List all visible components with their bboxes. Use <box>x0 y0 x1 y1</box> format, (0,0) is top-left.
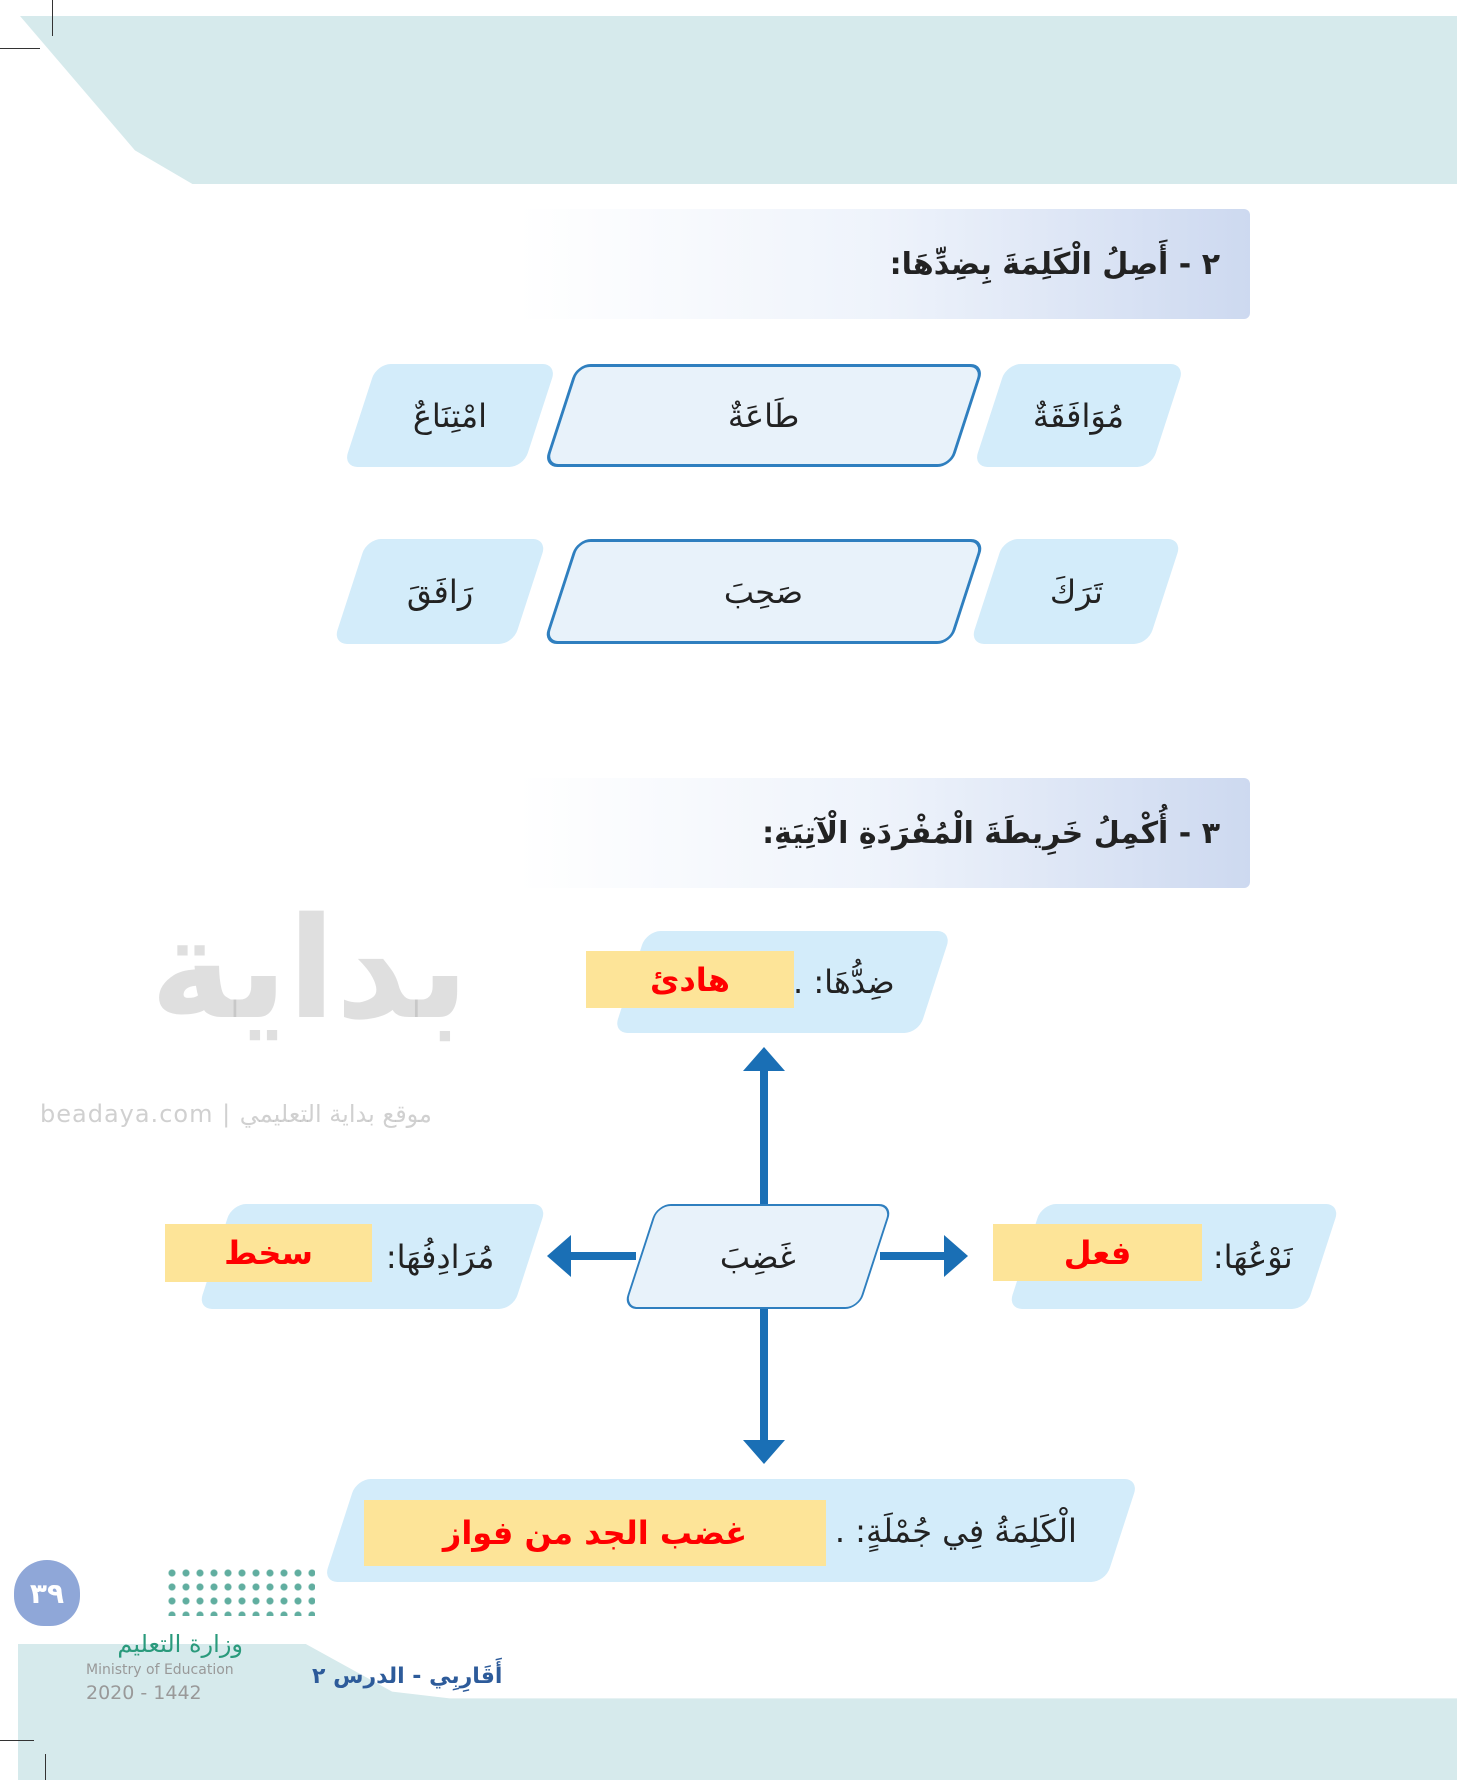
word-box-right-1[interactable]: مُوَافَقَةٌ <box>973 364 1185 467</box>
ministry-name-ar: وزارة التعليم <box>117 1630 243 1658</box>
word-box-left-2[interactable]: رَافَقَ <box>332 539 548 644</box>
arrow-down-head <box>743 1440 785 1464</box>
type-answer[interactable]: فعل <box>993 1224 1202 1281</box>
exercise-2-title: ٢ - أَصِلُ الْكَلِمَةَ بِضِدِّهَا: <box>889 246 1220 282</box>
watermark-logo: بداية <box>150 888 469 1051</box>
footer-band <box>18 1644 1457 1780</box>
word-box-left-1[interactable]: امْتِنَاعٌ <box>343 364 557 467</box>
exercise-3-title: ٣ - أُكْمِلُ خَرِيطَةَ الْمُفْرَدَةِ الْ… <box>762 815 1220 851</box>
watermark-site: beadaya.com | موقع بداية التعليمي <box>40 1100 432 1128</box>
crop-mark <box>45 1754 46 1780</box>
word-box-center-1[interactable]: طَاعَةٌ <box>543 364 985 467</box>
exercise-2-header: ٢ - أَصِلُ الْكَلِمَةَ بِضِدِّهَا: <box>518 209 1250 319</box>
arrow-left <box>570 1252 636 1260</box>
arrow-right-head <box>944 1235 968 1277</box>
center-word-box: غَضِبَ <box>622 1204 894 1309</box>
synonym-answer[interactable]: سخط <box>165 1224 372 1282</box>
crop-mark <box>0 48 40 49</box>
ministry-name-en: Ministry of Education <box>86 1662 234 1678</box>
arrow-right <box>880 1252 946 1260</box>
word-box-right-2[interactable]: تَرَكَ <box>969 539 1183 644</box>
page-number: ٣٩ <box>14 1560 80 1626</box>
arrow-up-head <box>743 1047 785 1071</box>
sentence-answer[interactable]: غضب الجد من فواز <box>364 1500 826 1566</box>
arrow-up <box>760 1068 768 1204</box>
ministry-logo-icon <box>165 1566 315 1616</box>
exercise-3-header: ٣ - أُكْمِلُ خَرِيطَةَ الْمُفْرَدَةِ الْ… <box>518 778 1250 888</box>
year-label: 2020 - 1442 <box>86 1682 202 1704</box>
arrow-down <box>760 1309 768 1444</box>
crop-mark <box>0 1740 34 1741</box>
lesson-label: أَقَارِبِي - الدرس ٢ <box>312 1664 503 1689</box>
word-box-center-2[interactable]: صَحِبَ <box>542 539 986 644</box>
antonym-answer[interactable]: هادئ <box>586 951 794 1008</box>
crop-mark <box>52 0 53 36</box>
top-decoration-band <box>20 16 1457 184</box>
arrow-left-head <box>547 1235 571 1277</box>
